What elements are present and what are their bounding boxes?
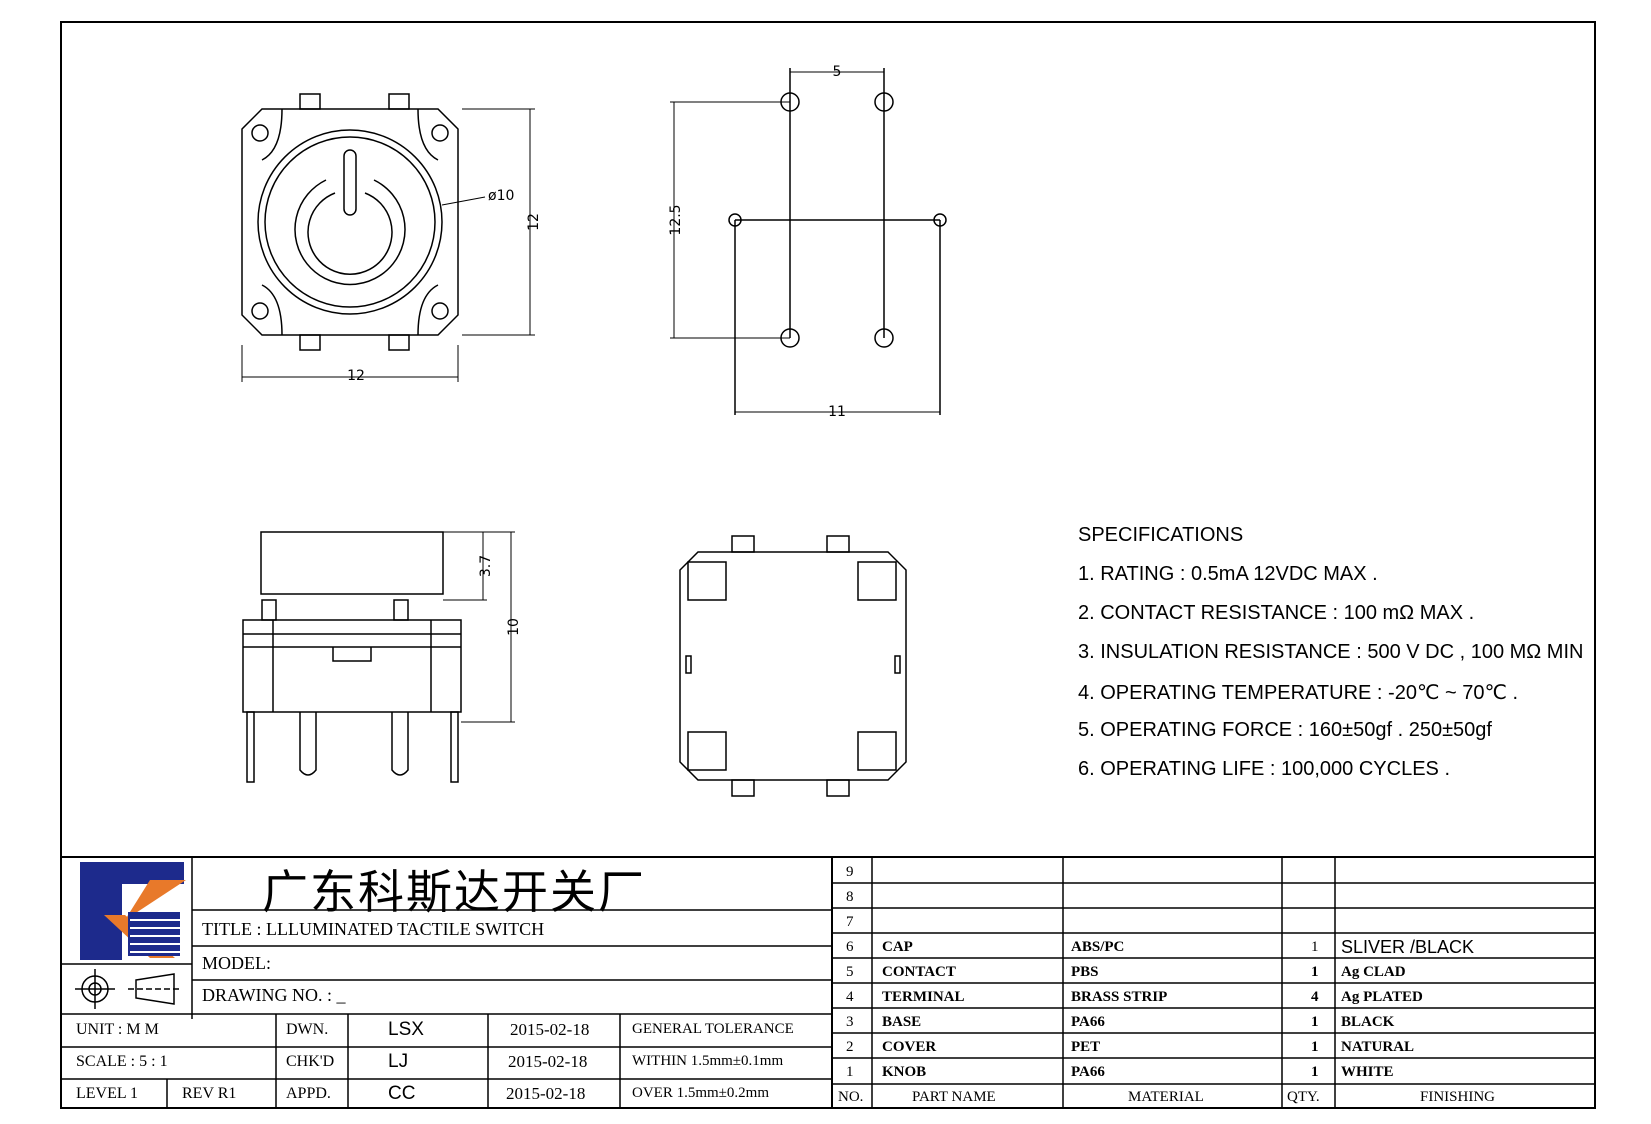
bom-row-number: 9 <box>846 864 854 880</box>
bom-finishing: SLIVER /BLACK <box>1341 937 1475 957</box>
bom-qty: 1 <box>1311 939 1319 955</box>
role-approved: APPD. <box>286 1085 331 1102</box>
bom-no: 6 <box>846 939 854 955</box>
top-view <box>241 93 535 382</box>
bom-header-part: PART NAME <box>912 1089 996 1105</box>
model-field: MODEL: <box>202 953 271 973</box>
role-drawn: DWN. <box>286 1021 329 1038</box>
dim-top-width: 12 <box>347 368 365 384</box>
approved-by: CC <box>388 1083 416 1104</box>
bom-row-number: 8 <box>846 889 854 905</box>
bom-no: 5 <box>846 964 854 980</box>
spec-item: 3. INSULATION RESISTANCE : 500 V DC , 10… <box>1078 641 1584 663</box>
dim-total-height: 10 <box>506 618 522 636</box>
technical-drawings: 12 12 ø10 5 12.5 11 3.7 10 <box>241 64 947 797</box>
bom-material: ABS/PC <box>1071 939 1125 955</box>
bom-header-no: NO. <box>838 1089 864 1105</box>
bom-no: 4 <box>846 989 854 1005</box>
bom-qty: 1 <box>1311 1039 1319 1055</box>
dim-diameter: ø10 <box>488 188 514 204</box>
side-view <box>242 531 515 783</box>
specifications-heading: SPECIFICATIONS <box>1078 524 1244 546</box>
bom-material: PA66 <box>1071 1014 1105 1030</box>
drawing-number-field: DRAWING NO. : _ <box>202 985 346 1005</box>
footprint-view <box>670 68 947 415</box>
projection-symbol-icon <box>75 969 182 1009</box>
date-checked: 2015-02-18 <box>508 1052 588 1071</box>
unit-label: UNIT : M M <box>76 1021 159 1038</box>
bom-material: PET <box>1071 1039 1101 1055</box>
tolerance-heading: GENERAL TOLERANCE <box>632 1021 794 1037</box>
date-drawn: 2015-02-18 <box>510 1020 590 1039</box>
bom-material: BRASS STRIP <box>1071 989 1168 1005</box>
bom-no: 2 <box>846 1039 854 1055</box>
scale-label: SCALE : 5 : 1 <box>76 1053 168 1070</box>
date-approved: 2015-02-18 <box>506 1084 586 1103</box>
drawn-by: LSX <box>388 1019 424 1040</box>
dim-footprint-width: 11 <box>828 404 846 420</box>
bom-finishing: WHITE <box>1341 1064 1394 1080</box>
spec-item: 2. CONTACT RESISTANCE : 100 mΩ MAX . <box>1078 602 1475 624</box>
bom-finishing: Ag PLATED <box>1341 989 1423 1005</box>
drawing-frame <box>60 21 1596 1109</box>
bom-part: CONTACT <box>882 964 956 980</box>
tolerance-within: WITHIN 1.5mm±0.1mm <box>632 1053 784 1069</box>
bom-header-finishing: FINISHING <box>1420 1089 1495 1105</box>
spec-item: 5. OPERATING FORCE : 160±50gf . 250±50gf <box>1078 719 1492 741</box>
dim-cap-height: 3.7 <box>478 555 494 577</box>
bom-qty: 1 <box>1311 1014 1319 1030</box>
checked-by: LJ <box>388 1051 409 1072</box>
bom-row-number: 7 <box>846 914 854 930</box>
spec-item: 6. OPERATING LIFE : 100,000 CYCLES . <box>1078 758 1451 780</box>
bom-part: BASE <box>882 1014 922 1030</box>
bottom-view <box>679 535 907 797</box>
dim-footprint-height: 12.5 <box>668 204 684 235</box>
bom-qty: 1 <box>1311 964 1319 980</box>
bom-part: CAP <box>882 939 913 955</box>
spec-item: 4. OPERATING TEMPERATURE : -20℃ ~ 70℃ . <box>1078 682 1519 704</box>
bom-part: TERMINAL <box>882 989 965 1005</box>
spec-item: 1. RATING : 0.5mA 12VDC MAX . <box>1078 563 1378 585</box>
company-name: 广东科斯达开关厂 <box>262 865 646 919</box>
bom-header-material: MATERIAL <box>1128 1089 1204 1105</box>
bom-qty: 4 <box>1311 989 1319 1005</box>
bom-part: KNOB <box>882 1064 927 1080</box>
bom-part: COVER <box>882 1039 937 1055</box>
level-label: LEVEL 1 <box>76 1085 139 1102</box>
tolerance-over: OVER 1.5mm±0.2mm <box>632 1085 769 1101</box>
bom-finishing: Ag CLAD <box>1341 964 1406 980</box>
bom-material: PA66 <box>1071 1064 1105 1080</box>
bom-no: 3 <box>846 1014 854 1030</box>
bom-header-qty: QTY. <box>1287 1089 1320 1105</box>
bom-qty: 1 <box>1311 1064 1319 1080</box>
drawing-title: TITLE : LLLUMINATED TACTILE SWITCH <box>202 919 545 939</box>
role-checked: CHK'D <box>286 1053 335 1070</box>
bom-finishing: NATURAL <box>1341 1039 1415 1055</box>
dim-pitch-top: 5 <box>833 64 842 80</box>
bom-material: PBS <box>1071 964 1099 980</box>
bom-no: 1 <box>846 1064 854 1080</box>
dim-top-height: 12 <box>526 213 542 231</box>
revision-label: REV R1 <box>182 1085 237 1102</box>
bom-finishing: BLACK <box>1341 1014 1395 1030</box>
company-logo <box>80 862 186 960</box>
